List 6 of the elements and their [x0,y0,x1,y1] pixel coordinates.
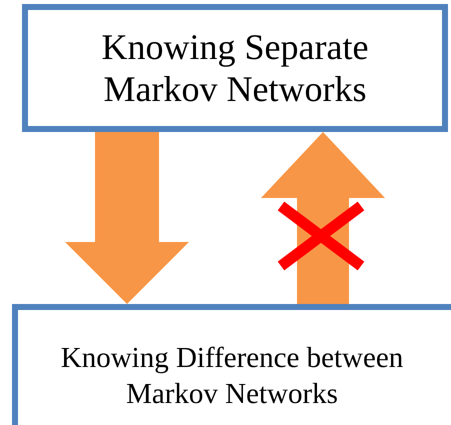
box-text: Knowing Separate Markov Networks [100,26,370,110]
process-box [22,4,448,132]
block-arrow [261,132,385,304]
process-box [12,304,451,425]
box-text: Knowing Difference between Markov Networks [60,341,404,412]
block-arrow [65,132,189,304]
